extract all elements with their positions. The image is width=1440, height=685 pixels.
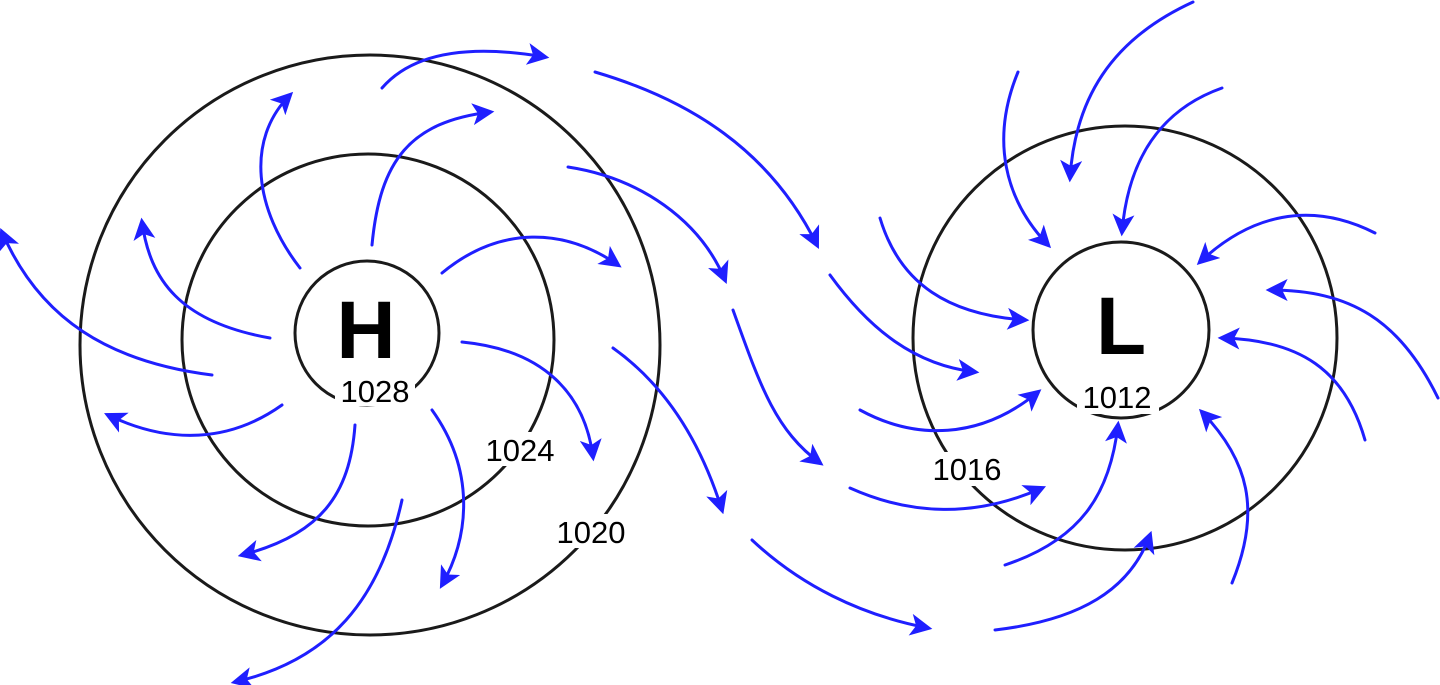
- low-wind-arrows: [878, 0, 1440, 632]
- isobar-label-1024: 1024: [486, 433, 555, 468]
- wind-arrow-l-3: [1112, 86, 1224, 237]
- wind-arrow-t-7: [848, 485, 1047, 511]
- wind-arrow-l-5: [1196, 213, 1377, 266]
- wind-arrow-h-1: [380, 43, 550, 90]
- label-bg-1024: [481, 432, 561, 466]
- isobar-1012: [1031, 240, 1211, 420]
- wind-arrow-t-5: [611, 346, 728, 515]
- wind-arrow-h-6: [440, 235, 622, 275]
- label-bg-1016: [926, 452, 1008, 486]
- isobar-label-1028: 1028: [341, 374, 410, 409]
- label-bg-1020: [551, 514, 631, 548]
- wind-arrow-h-4: [133, 217, 272, 340]
- label-bg-1028: [335, 372, 415, 406]
- isobar-label-1020: 1020: [557, 515, 626, 550]
- wind-arrow-t-3: [828, 273, 980, 381]
- low-pressure-system: [911, 124, 1339, 552]
- isobar-1016: [911, 124, 1339, 552]
- wind-arrow-h-11: [230, 498, 404, 685]
- wind-arrow-t-4: [731, 308, 824, 466]
- wind-arrow-t-1: [593, 70, 820, 249]
- isobar-1020-high: [78, 53, 662, 637]
- wind-arrow-l-7: [1217, 327, 1367, 442]
- isobar-label-1016: 1016: [933, 452, 1002, 487]
- wind-arrow-l-9: [1198, 408, 1250, 585]
- wind-arrow-h-8: [104, 403, 284, 437]
- isobar-label-1012: 1012: [1083, 380, 1152, 415]
- transition-wind-arrows: [566, 70, 1047, 636]
- wind-arrow-l-10: [993, 530, 1155, 632]
- wind-arrow-h-3: [370, 103, 495, 247]
- wind-arrow-h-5: [0, 227, 214, 377]
- wind-arrow-l-8: [1003, 420, 1127, 567]
- wind-arrow-t-6: [858, 389, 1042, 433]
- wind-arrow-h-10: [430, 408, 466, 589]
- low-symbol: L: [1096, 281, 1146, 372]
- wind-arrow-t-2: [566, 165, 729, 285]
- wind-arrow-l-2: [1002, 70, 1052, 249]
- isobar-1024: [180, 152, 556, 528]
- label-bg-1012: [1077, 380, 1159, 414]
- wind-arrow-h-9: [237, 423, 357, 562]
- wind-arrow-l-6: [1265, 279, 1440, 400]
- wind-arrow-l-4: [878, 216, 1030, 330]
- wind-arrow-l-1: [1060, 0, 1195, 183]
- high-symbol: H: [336, 285, 395, 376]
- wind-arrow-t-8: [750, 538, 933, 636]
- wind-arrow-h-2: [259, 91, 302, 270]
- wind-arrow-h-7: [460, 340, 602, 462]
- high-wind-arrows: [0, 43, 622, 685]
